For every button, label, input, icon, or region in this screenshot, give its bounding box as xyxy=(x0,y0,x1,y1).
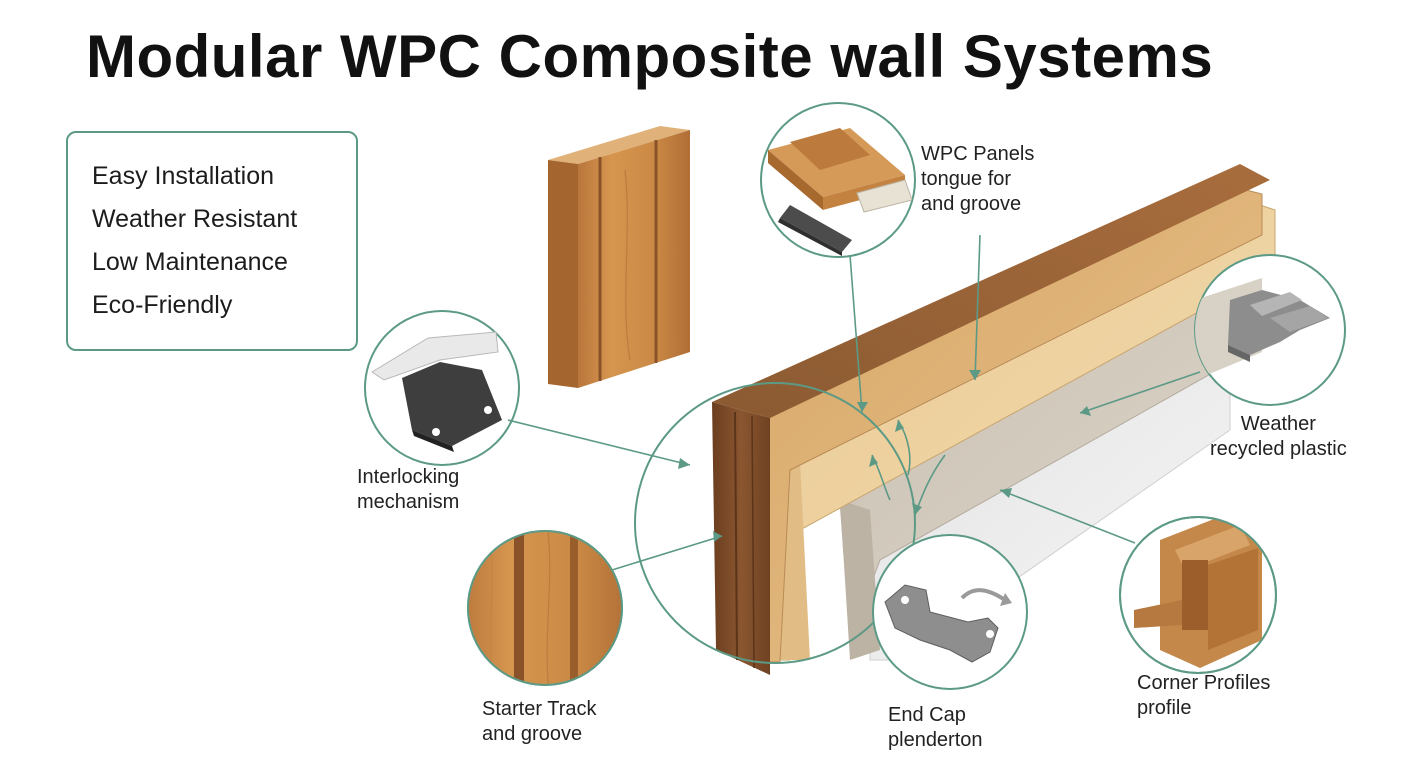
label-line: WPC Panels xyxy=(921,143,1035,165)
starter-track-label: Starter Track and groove xyxy=(482,697,596,747)
features-list: Easy Installation Weather Resistant Low … xyxy=(92,155,356,327)
label-line: plenderton xyxy=(888,729,983,751)
leader-arrowheads xyxy=(678,370,1091,542)
feature-item: Easy Installation xyxy=(92,162,275,190)
corner-profiles-label: Corner Profiles profile xyxy=(1137,671,1270,721)
section-highlight-circle xyxy=(634,382,916,664)
wpc-panels-label: WPC Panels tongue for and groove xyxy=(921,142,1034,217)
corner-profile-callout xyxy=(1119,516,1277,674)
page-title: Modular WPC Composite wall Systems xyxy=(86,23,1214,90)
weather-label: Weather recycled plastic xyxy=(1210,412,1347,462)
label-line: profile xyxy=(1137,697,1192,719)
feature-item: Low Maintenance xyxy=(92,248,288,276)
label-line: Interlocking xyxy=(357,466,460,488)
label-line: End Cap xyxy=(888,704,966,726)
features-box: Easy Installation Weather Resistant Low … xyxy=(66,131,358,351)
interlocking-callout xyxy=(364,310,520,466)
starter-track-callout xyxy=(467,530,623,686)
weather-callout xyxy=(1194,254,1346,406)
label-line: Starter Track xyxy=(482,698,597,720)
feature-item: Eco-Friendly xyxy=(92,291,233,319)
grooved-plank xyxy=(548,126,690,388)
interlocking-label: Interlocking mechanism xyxy=(357,465,459,515)
feature-item: Weather Resistant xyxy=(92,205,298,233)
label-line: Corner Profiles xyxy=(1137,672,1271,694)
label-line: tongue for xyxy=(921,168,1012,190)
label-line: and groove xyxy=(921,193,1022,215)
label-line: recycled plastic xyxy=(1210,438,1347,460)
label-line: and groove xyxy=(482,723,583,745)
end-cap-label: End Cap plenderton xyxy=(888,703,983,753)
end-cap-callout xyxy=(872,534,1028,690)
label-line: Weather xyxy=(1240,413,1316,435)
wpc-panels-callout xyxy=(760,102,916,258)
label-line: mechanism xyxy=(357,491,460,513)
